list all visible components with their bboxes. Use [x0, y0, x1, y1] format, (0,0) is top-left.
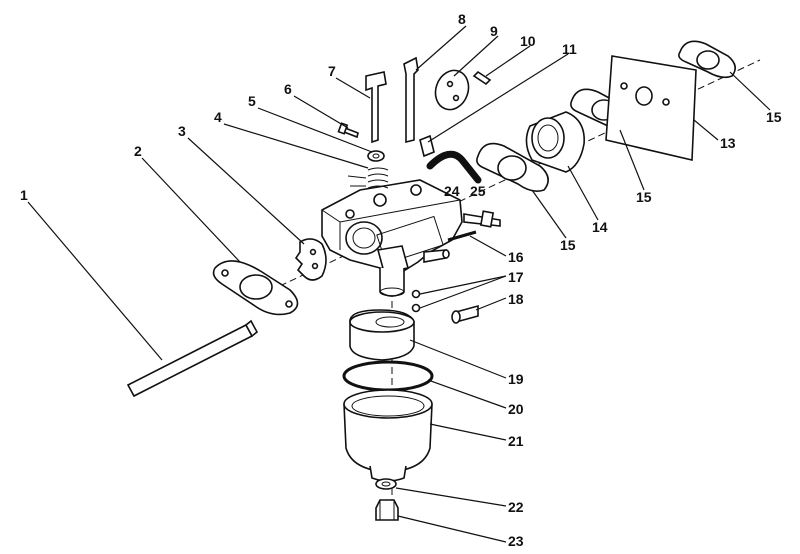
callout-3: 3: [178, 123, 186, 139]
part-18-bolt: [451, 304, 479, 324]
part-8-choke-shaft: [403, 56, 419, 144]
callout-2: 2: [134, 143, 142, 159]
part-9-throttle-plate: [434, 69, 470, 111]
callout-22: 22: [508, 499, 524, 515]
part-1-stud: [126, 319, 259, 398]
callout-19: 19: [508, 371, 524, 387]
callout-25: 25: [470, 183, 486, 199]
callout-labels: 1 2 3 4 5 6 7 8 9 10 11 13 14 15 15 15 1…: [20, 11, 782, 549]
part-24-fuel-line: [426, 150, 482, 184]
callout-18: 18: [508, 291, 524, 307]
carburetor-body: [321, 179, 463, 297]
part-22-washer: [375, 478, 397, 490]
callout-11: 11: [562, 41, 577, 57]
callout-9: 9: [490, 23, 498, 39]
part-15-gasket-c: [678, 40, 736, 79]
callout-20: 20: [508, 401, 524, 417]
part-16-pin: [447, 230, 477, 242]
part-5-washer: [367, 150, 385, 162]
part-19-float: [349, 309, 415, 361]
callout-10: 10: [520, 33, 536, 49]
callout-15-middle: 15: [636, 189, 652, 205]
callout-13: 13: [720, 135, 736, 151]
part-6-screw: [337, 122, 359, 139]
part-21-float-bowl: [343, 389, 433, 482]
part-17-o-rings: [411, 289, 421, 313]
callout-6: 6: [284, 81, 292, 97]
part-4-spring: [347, 167, 389, 189]
part-20-bowl-gasket: [342, 360, 434, 392]
part-13-plate: [605, 55, 697, 161]
callout-24: 24: [444, 183, 460, 199]
idle-screw: [463, 210, 501, 228]
callout-21: 21: [508, 433, 524, 449]
callout-7: 7: [328, 63, 336, 79]
part-2-gasket: [212, 260, 299, 316]
callout-14: 14: [592, 219, 608, 235]
callout-15-right: 15: [766, 109, 782, 125]
callout-23: 23: [508, 533, 524, 549]
leader-lines: [27, 25, 771, 543]
part-14-spacer: [525, 111, 585, 173]
callout-5: 5: [248, 93, 256, 109]
part-7-throttle-shaft: [365, 71, 387, 144]
callout-16: 16: [508, 249, 524, 265]
part-3-choke-plate: [294, 238, 327, 281]
assembly-axis: [249, 59, 761, 301]
part-15-gasket-a: [476, 142, 549, 192]
callout-8: 8: [458, 11, 466, 27]
part-10-screw: [472, 70, 492, 86]
part-23-bowl-nut: [375, 499, 399, 521]
callout-1: 1: [20, 187, 28, 203]
callout-17: 17: [508, 269, 524, 285]
callout-15-lower: 15: [560, 237, 576, 253]
callout-4: 4: [214, 109, 222, 125]
